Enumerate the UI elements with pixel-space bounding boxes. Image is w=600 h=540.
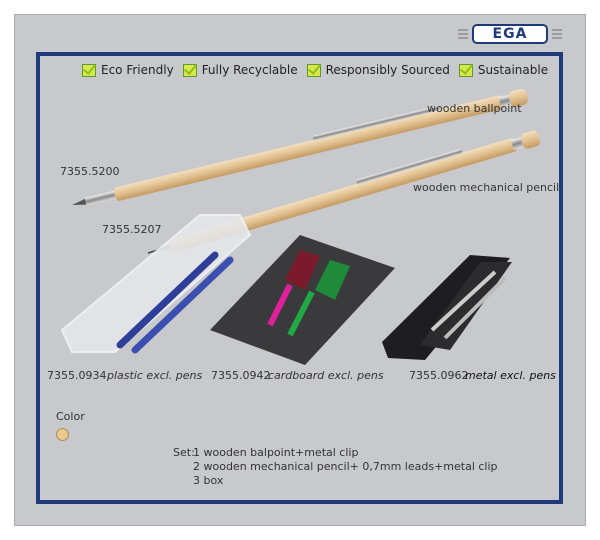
set-line-3: 3 box: [193, 474, 224, 487]
logo-decoration: [552, 29, 562, 39]
box-plastic-label: plastic excl. pens: [107, 369, 203, 382]
feature-label: Fully Recyclable: [201, 63, 298, 77]
box-plastic-code: 7355.0934: [47, 369, 107, 382]
feature-sustainable: Sustainable: [458, 63, 549, 77]
feature-list: Eco Friendly Fully Recyclable Responsibl…: [82, 63, 548, 77]
check-icon: [82, 63, 96, 77]
feature-label: Responsibly Sourced: [325, 63, 450, 77]
color-label: Color: [56, 410, 85, 423]
ega-logo: EGA: [472, 24, 548, 44]
pencil-label: wooden mechanical pencil: [413, 181, 560, 194]
box-metal-code: 7355.0962: [409, 369, 469, 382]
ballpoint-label: wooden ballpoint: [427, 102, 522, 115]
feature-label: Eco Friendly: [101, 63, 174, 77]
plastic-box-image: [60, 214, 252, 354]
pencil-code: 7355.5207: [102, 223, 162, 236]
product-frame: [36, 52, 563, 504]
check-icon: [458, 63, 473, 77]
cardboard-box-image: [210, 235, 395, 365]
metal-box-image: [382, 255, 512, 360]
ballpoint-code: 7355.5200: [60, 165, 120, 178]
color-swatch-natural: [56, 428, 69, 441]
check-icon: [306, 63, 321, 77]
wooden-ballpoint-image: [72, 88, 528, 206]
set-prefix: Set:: [173, 446, 195, 459]
set-line-1: 1 wooden balpoint+metal clip: [193, 446, 359, 459]
feature-label: Sustainable: [477, 63, 549, 77]
check-icon: [182, 63, 197, 77]
logo-decoration: [458, 29, 468, 39]
feature-eco-friendly: Eco Friendly: [82, 63, 174, 77]
box-cardboard-label: cardboard excl. pens: [268, 369, 384, 382]
feature-responsibly-sourced: Responsibly Sourced: [306, 63, 450, 77]
box-metal-label: metal excl. pens: [465, 369, 556, 382]
set-line-2: 2 wooden mechanical pencil+ 0,7mm leads+…: [193, 460, 498, 473]
feature-fully-recyclable: Fully Recyclable: [182, 63, 298, 77]
box-cardboard-code: 7355.0942: [211, 369, 271, 382]
